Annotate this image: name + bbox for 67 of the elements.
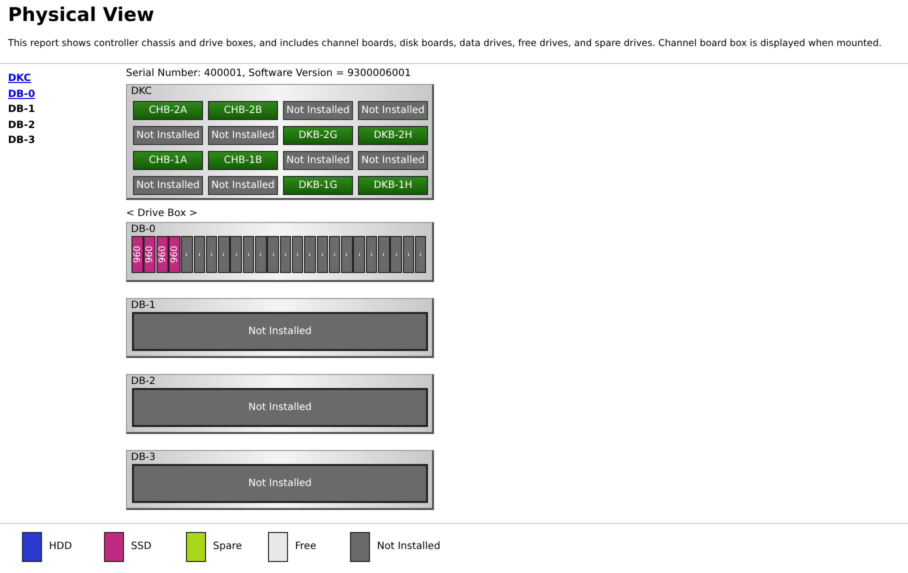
empty-board-slot: Not Installed	[358, 101, 428, 120]
panel-title: DB-0	[131, 224, 156, 235]
board-slot: CHB-2B	[208, 101, 278, 120]
board-slot: DKB-2H	[358, 126, 428, 145]
board-slot: DKB-1G	[283, 176, 353, 195]
empty-board-slot: Not Installed	[283, 101, 353, 120]
board-slot: CHB-1B	[208, 151, 278, 170]
not-installed-area: Not Installed	[132, 388, 428, 427]
empty-drive-slot	[218, 236, 230, 273]
not-installed-area: Not Installed	[132, 312, 428, 351]
panel-title: DB-3	[131, 452, 156, 463]
empty-drive-slot	[267, 236, 279, 273]
empty-drive-slot	[292, 236, 304, 273]
empty-drive-slot	[390, 236, 402, 273]
empty-drive-slot	[402, 236, 414, 273]
ssd-drive-slot: 960	[168, 236, 180, 273]
description-text: This report shows controller chassis and drive boxes, and includes channel boards, disk boards, data drives, free drives, and spare drives. Channel board box is displayed when mounted.	[8, 38, 882, 49]
empty-drive-slot	[366, 236, 378, 273]
empty-drive-slot	[304, 236, 316, 273]
empty-drive-slot	[328, 236, 340, 273]
drive-box-panel	[126, 298, 434, 358]
empty-drive-slot	[378, 236, 390, 273]
nav-link: DKC	[8, 73, 31, 84]
empty-drive-slot	[181, 236, 193, 273]
empty-drive-slot	[280, 236, 292, 273]
board-slot: DKB-1H	[358, 176, 428, 195]
empty-drive-slot	[255, 236, 266, 273]
system-info-text: Serial Number: 400001, Software Version = 9300006001	[126, 68, 411, 79]
empty-drive-slot	[316, 236, 328, 273]
page-title: Physical View	[8, 4, 154, 26]
ssd-drive-slot: 960	[144, 236, 156, 273]
nav-item: DB-1	[8, 104, 36, 115]
legend-label: Not Installed	[377, 541, 440, 552]
empty-board-slot: Not Installed	[208, 176, 278, 195]
empty-drive-slot	[414, 236, 426, 273]
panel-title: DKC	[131, 86, 152, 97]
nav-item: DB-2	[8, 120, 36, 131]
chassis-panel	[126, 84, 434, 200]
legend-label: Free	[295, 541, 316, 552]
drive-box-panel	[126, 450, 434, 510]
legend-label: Spare	[213, 541, 242, 552]
board-slot: CHB-2A	[133, 101, 203, 120]
ssd-drive-slot: 960	[132, 236, 144, 273]
panel-title: DB-1	[131, 300, 156, 311]
empty-board-slot: Not Installed	[133, 126, 203, 145]
nav-link: DB-0	[8, 89, 36, 100]
drive-box-panel	[126, 222, 434, 282]
not-installed-area: Not Installed	[132, 464, 428, 503]
empty-drive-slot	[353, 236, 365, 273]
board-slot: CHB-1A	[133, 151, 203, 170]
drive-box-panel	[126, 374, 434, 434]
legend-label: SSD	[131, 541, 152, 552]
empty-board-slot: Not Installed	[358, 151, 428, 170]
empty-board-slot: Not Installed	[208, 126, 278, 145]
empty-drive-slot	[242, 236, 254, 273]
empty-drive-slot	[341, 236, 353, 273]
empty-drive-slot	[194, 236, 205, 273]
legend-label: HDD	[49, 541, 72, 552]
panel-title: DB-2	[131, 376, 156, 387]
ssd-drive-slot: 960	[156, 236, 168, 273]
empty-drive-slot	[206, 236, 218, 273]
section-heading: < Drive Box >	[126, 208, 198, 219]
nav-item: DB-3	[8, 135, 36, 146]
empty-drive-slot	[230, 236, 242, 273]
empty-board-slot: Not Installed	[283, 151, 353, 170]
board-slot: DKB-2G	[283, 126, 353, 145]
empty-board-slot: Not Installed	[133, 176, 203, 195]
